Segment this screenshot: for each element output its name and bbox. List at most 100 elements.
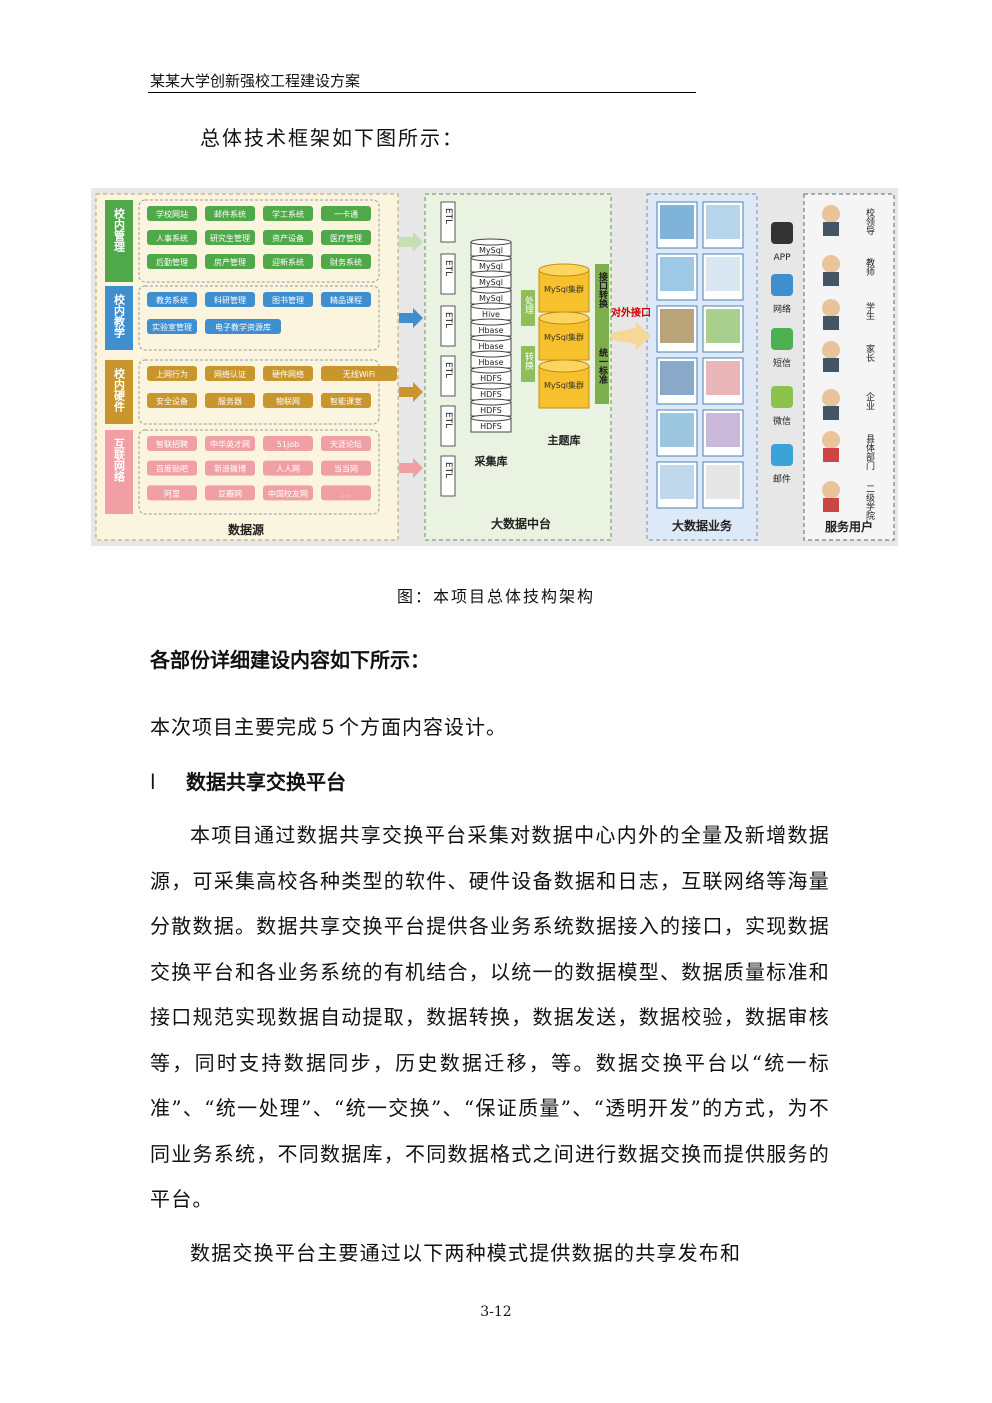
source-item: 研究生管理 — [210, 233, 250, 243]
etl-label: ETL — [443, 312, 453, 328]
source-item-box — [263, 366, 313, 381]
channel-label: 网络 — [773, 303, 791, 315]
user-figure — [823, 498, 839, 512]
source-item: 新浪微博 — [214, 464, 246, 474]
source-item: 安全设备 — [156, 396, 188, 406]
source-item-box — [321, 206, 371, 221]
group-label-box — [105, 200, 133, 282]
body-paragraph-2: 数据交换平台主要通过以下两种模式提供数据的共享发布和 — [190, 1241, 742, 1265]
db-label: Hive — [482, 310, 500, 319]
users-frame — [803, 193, 895, 541]
source-item: 电子教学资源库 — [215, 322, 271, 332]
user-avatar-icon — [822, 431, 840, 449]
bullet-title: 数据共享交换平台 — [186, 770, 346, 794]
source-item: 房产管理 — [214, 257, 246, 267]
channel-label: 短信 — [773, 357, 791, 369]
user-avatar-icon — [822, 389, 840, 407]
group-label: 校内管理 — [113, 207, 126, 252]
ext-iface-label: 对外接口 — [611, 306, 651, 319]
group-frame — [138, 285, 380, 351]
user-avatar-icon — [822, 205, 840, 223]
source-item-box — [205, 460, 255, 476]
channel-icon — [771, 444, 793, 466]
source-item: 邮件系统 — [214, 209, 246, 219]
etl-box — [440, 455, 456, 497]
group-label: 校内教学 — [113, 293, 127, 339]
platform-label: 大数据中台 — [491, 516, 551, 531]
source-item: 图书管理 — [272, 295, 304, 305]
source-item: 中国校友网 — [268, 488, 308, 498]
source-item-box — [205, 319, 281, 334]
source-item-box — [205, 230, 255, 245]
source-item-box — [205, 254, 255, 269]
source-item-box — [321, 393, 371, 408]
etl-box — [440, 305, 456, 347]
db-label: HDFS — [480, 422, 502, 431]
source-item-box — [205, 436, 255, 451]
source-item: 教务系统 — [156, 295, 188, 305]
figure-caption: 图：本项目总体技构架构 — [396, 587, 595, 606]
source-item-box — [263, 206, 313, 221]
user-figure — [823, 406, 839, 420]
source-item-box — [147, 485, 197, 501]
source-item-box — [263, 230, 313, 245]
source-item-box — [321, 366, 397, 381]
cluster-cylinder — [538, 365, 590, 409]
user-avatar-icon — [822, 299, 840, 317]
source-item: 迎新系统 — [272, 257, 304, 267]
source-item: 天涯论坛 — [330, 439, 362, 449]
source-item-box — [147, 366, 197, 381]
cluster-label: MySql集群 — [544, 284, 584, 294]
user-figure — [823, 272, 839, 286]
source-item-box — [147, 393, 197, 408]
process-label-1: 处理 — [523, 295, 534, 314]
intro-text: 总体技术框架如下图所示： — [200, 126, 464, 150]
source-item: 上网行为 — [156, 369, 188, 379]
source-item: 豆瓣网 — [218, 488, 242, 498]
users-label: 服务用户 — [825, 519, 873, 534]
source-item: 阿里 — [164, 489, 180, 498]
source-item: 学工系统 — [272, 209, 304, 219]
source-item: 智联招聘 — [156, 439, 188, 449]
group-frame — [138, 429, 380, 515]
etl-box — [440, 201, 456, 243]
channel-label: 微信 — [773, 415, 791, 427]
db-label: MySql — [479, 294, 503, 303]
db-label: HDFS — [480, 390, 502, 399]
source-item: 精品课程 — [330, 295, 362, 305]
source-item: 医疗管理 — [330, 233, 362, 243]
source-item-box — [147, 230, 197, 245]
source-item-box — [147, 460, 197, 476]
flow-arrow — [399, 458, 423, 478]
source-item-box — [147, 319, 197, 334]
source-item-box — [263, 485, 313, 501]
user-label: 二级学院 — [864, 484, 875, 521]
source-item-box — [147, 292, 197, 307]
process-label-2: 转换 — [523, 351, 534, 371]
db-label: HDFS — [480, 374, 502, 383]
bullet-mark: l — [150, 770, 156, 794]
source-item: 物联网 — [276, 396, 300, 406]
std-column: 统一标准 — [597, 347, 609, 385]
source-item: 人人网 — [276, 465, 300, 474]
source-item-box — [205, 366, 255, 381]
header-rule — [148, 92, 696, 93]
source-item: 硬件网络 — [272, 369, 304, 379]
source-item: 一卡通 — [334, 209, 358, 219]
source-item: 51job — [277, 440, 299, 449]
user-label: 企业 — [864, 391, 875, 410]
user-avatar-icon — [822, 341, 840, 359]
group-label: 互联网络 — [113, 438, 126, 482]
body-paragraph: 本项目通过数据共享交换平台采集对数据中心内外的全量及新增数据源，可采集高校各种类… — [150, 823, 830, 1211]
source-item-box — [321, 254, 371, 269]
flow-arrow — [399, 308, 423, 328]
channel-icon — [771, 222, 793, 244]
cluster-label: MySql集群 — [544, 380, 584, 390]
architecture-diagram: 校内管理学校网站邮件系统学工系统一卡通人事系统研究生管理资产设备医疗管理后勤管理… — [95, 193, 895, 541]
source-item: 当当网 — [334, 464, 358, 474]
user-avatar-icon — [822, 481, 840, 499]
etl-label: ETL — [443, 260, 453, 276]
group-label-box — [105, 360, 133, 424]
doc-header-title: 某某大学创新强校工程建设方案 — [150, 72, 361, 90]
source-item: 百度贴吧 — [156, 464, 188, 474]
